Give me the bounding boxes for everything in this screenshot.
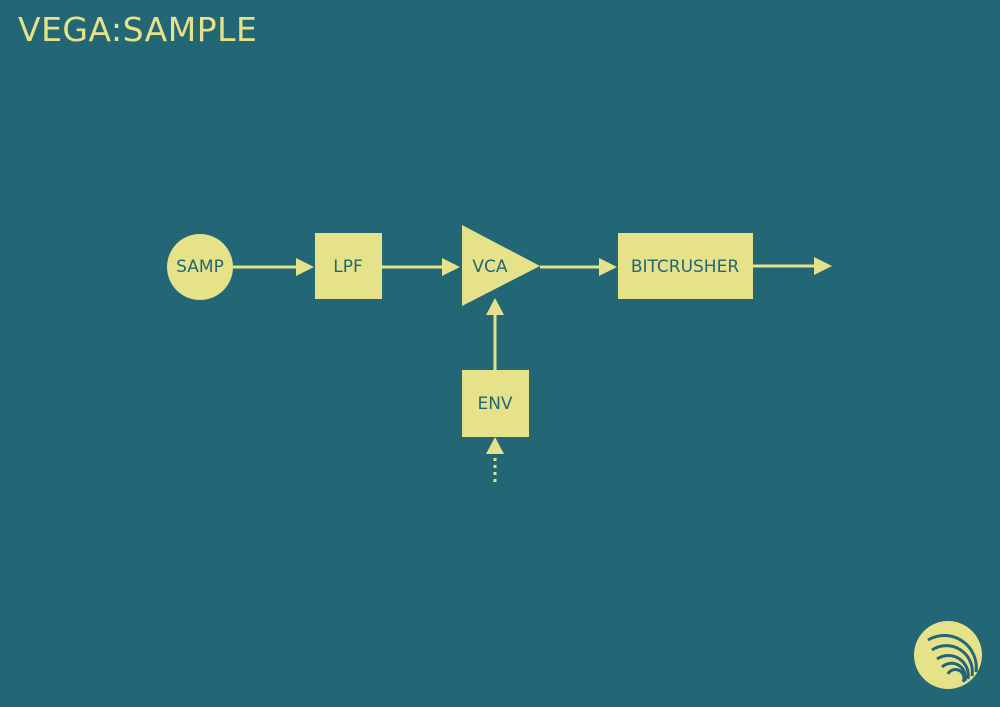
- page-title: VEGA:SAMPLE: [18, 10, 258, 49]
- bitcrusher-node: [618, 233, 753, 299]
- lpf-label: LPF: [333, 257, 363, 277]
- vca-node: [462, 225, 540, 306]
- bitcrusher-label: BITCRUSHER: [631, 257, 740, 277]
- arrowhead-env-vca: [486, 298, 504, 315]
- arrowhead-output: [814, 257, 832, 275]
- concentric-arcs-logo-icon: [914, 621, 982, 689]
- arrowhead-vca-bitcrusher: [599, 258, 617, 276]
- arrowhead-samp-lpf: [296, 258, 314, 276]
- env-label: ENV: [477, 394, 512, 414]
- lpf-node: [315, 233, 382, 299]
- vca-label: VCA: [472, 257, 507, 277]
- env-node: [462, 370, 529, 437]
- arrowhead-lpf-vca: [442, 258, 460, 276]
- samp-label: SAMP: [176, 257, 224, 277]
- samp-node: [167, 234, 233, 300]
- arrowhead-env-input: [486, 437, 504, 454]
